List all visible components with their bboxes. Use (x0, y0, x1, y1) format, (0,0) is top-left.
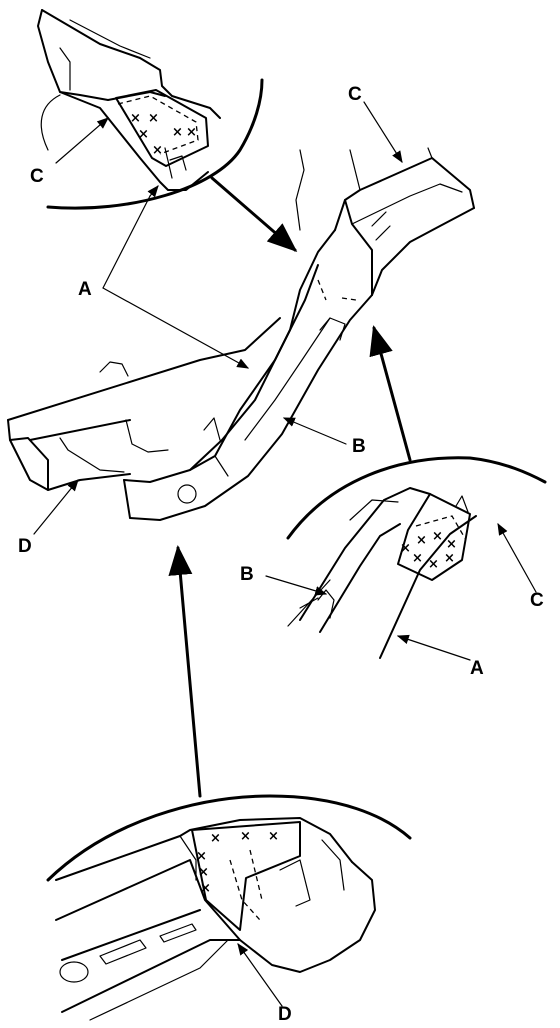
svg-text:×: × (186, 125, 197, 140)
callout-c-top-right: C (348, 84, 362, 105)
svg-text:×: × (446, 537, 457, 552)
svg-text:×: × (416, 533, 427, 548)
svg-text:×: × (268, 829, 279, 844)
detail-view-top-left: × × × × × × (37, 9, 264, 210)
callout-a-right-detail: A (470, 658, 484, 679)
svg-text:×: × (152, 143, 163, 158)
callout-c-top-left: C (30, 166, 44, 187)
detail-view-bottom: × × × × × × (46, 794, 412, 1021)
callout-d-bottom: D (278, 1004, 292, 1025)
svg-text:×: × (148, 111, 159, 126)
svg-text:×: × (200, 881, 211, 896)
svg-text:×: × (196, 849, 207, 864)
callout-leaders (33, 101, 537, 1007)
svg-text:×: × (240, 829, 251, 844)
svg-text:×: × (400, 541, 411, 556)
svg-text:×: × (130, 111, 141, 126)
callout-d-left: D (18, 536, 32, 557)
svg-text:×: × (198, 865, 209, 880)
callout-labels: C A C B D B C A D (18, 84, 544, 1025)
weld-marks-right: × × × × × × × (400, 529, 457, 572)
callout-a-left: A (78, 279, 92, 300)
weld-marks-top-left: × × × × × × (130, 111, 197, 158)
svg-text:×: × (138, 127, 149, 142)
svg-text:×: × (432, 529, 443, 544)
svg-text:×: × (210, 831, 221, 846)
svg-text:×: × (172, 125, 183, 140)
weld-marks-bottom: × × × × × × (196, 829, 279, 896)
callout-b-main: B (352, 436, 366, 457)
callout-c-right-detail: C (530, 590, 544, 611)
svg-text:×: × (428, 557, 439, 572)
detail-view-right: × × × × × × × (286, 456, 547, 659)
callout-b-right-detail: B (240, 564, 254, 585)
svg-text:×: × (412, 551, 423, 566)
detail-link-arrows (168, 176, 412, 798)
svg-text:×: × (444, 551, 455, 566)
main-frame-assembly (7, 147, 475, 521)
